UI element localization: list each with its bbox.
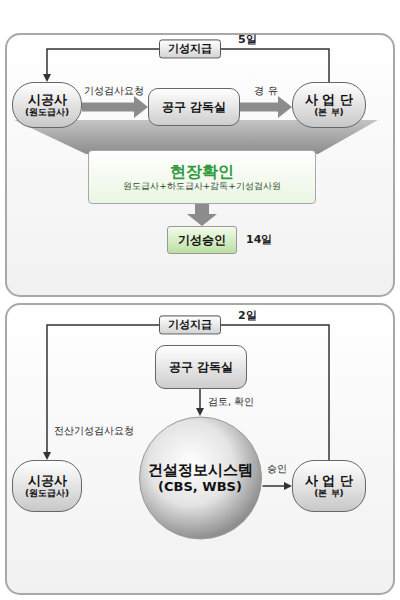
- process-box: 사 업 단(본 부): [292, 460, 366, 512]
- panel: [6, 34, 394, 296]
- process-box: 사 업 단(본 부): [292, 82, 366, 128]
- node-subtitle: (CBS, WBS): [158, 479, 242, 495]
- duration-label: 2일: [238, 309, 257, 322]
- edge-label: 기성검사요청: [84, 85, 144, 97]
- node-title: 공구 감독실: [162, 100, 226, 114]
- node-title: 시공사: [28, 92, 67, 108]
- process-box: 기성승인: [167, 226, 237, 254]
- sphere-outline: [139, 417, 261, 539]
- process-box: 공구 감독실: [155, 345, 247, 389]
- node-title: 사 업 단: [305, 92, 353, 108]
- flow-arrow: [82, 103, 134, 112]
- panel: [6, 304, 394, 594]
- flow-arrow: [240, 103, 278, 112]
- node-title: 사 업 단: [305, 473, 353, 489]
- node-subtitle: (본 부): [314, 107, 343, 118]
- system-sphere: 건설정보시스템(CBS, WBS): [138, 416, 263, 540]
- node-subtitle: (본 부): [314, 488, 343, 499]
- edge-label: 승인: [267, 463, 287, 475]
- node-title: 현장확인: [170, 162, 234, 181]
- process-box: 현장확인원도급사+하도급사+감독+기성검사원: [88, 150, 316, 204]
- node-title: 건설정보시스템: [148, 461, 253, 479]
- payment-tag: 기성지급: [159, 315, 221, 334]
- node-title: 공구 감독실: [169, 360, 233, 374]
- flow-arrow: [195, 204, 209, 214]
- duration-label: 14일: [246, 233, 272, 246]
- duration-label: 5일: [238, 33, 257, 46]
- node-subtitle: 원도급사+하도급사+감독+기성검사원: [123, 181, 281, 192]
- process-box: 시공사(원도급사): [12, 82, 82, 128]
- node-subtitle: (원도급사): [25, 488, 69, 499]
- process-box: 공구 감독실: [148, 88, 240, 126]
- node-subtitle: (원도급사): [25, 107, 69, 118]
- payment-tag: 기성지급: [159, 39, 221, 58]
- edge-label: 경 유: [254, 85, 277, 97]
- node-title: 시공사: [28, 473, 67, 489]
- node-title: 기성승인: [178, 233, 226, 247]
- request-note: 전산기성검사요청: [54, 425, 134, 437]
- process-box: 시공사(원도급사): [12, 460, 82, 512]
- connector: [199, 389, 201, 408]
- connector: [263, 485, 285, 487]
- edge-label: 검토, 확인: [208, 396, 254, 408]
